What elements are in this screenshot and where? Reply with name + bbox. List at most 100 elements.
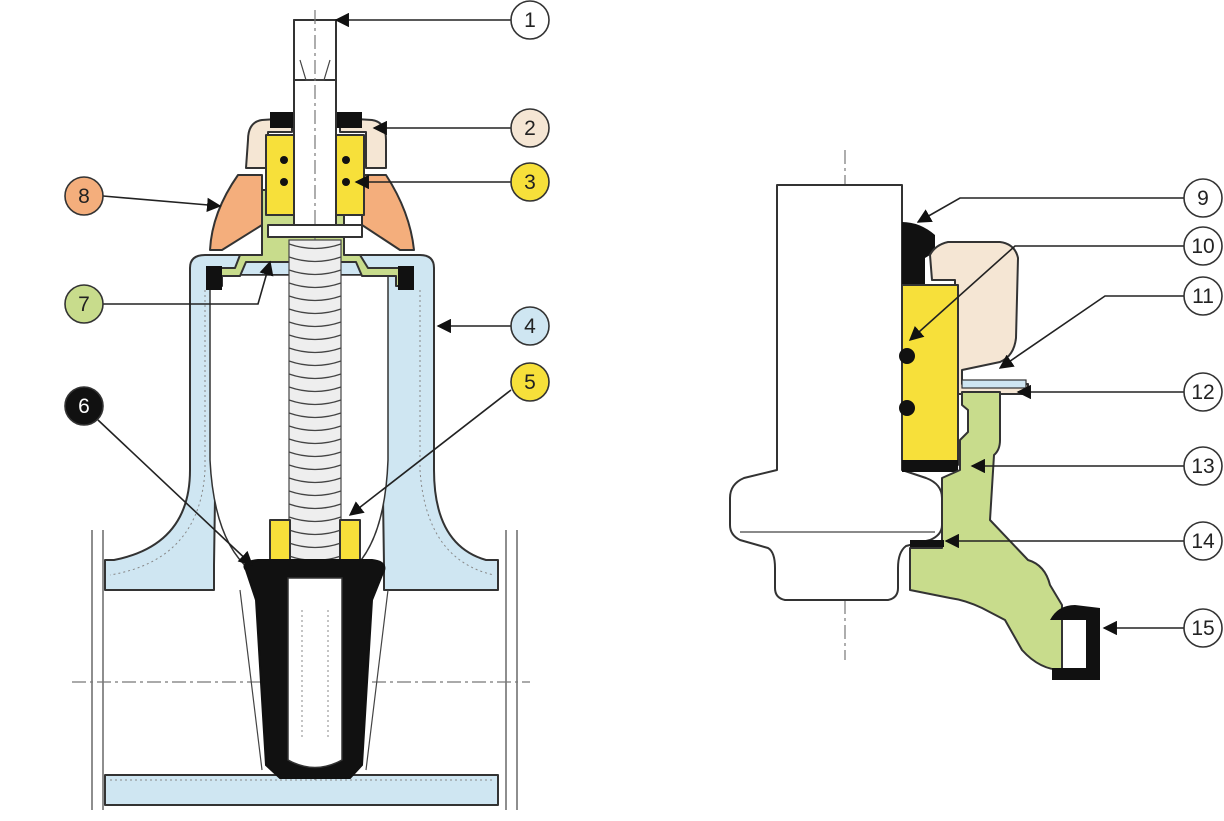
callout-2: 2 <box>510 108 550 148</box>
thread-turn <box>288 373 342 380</box>
callout-label-9: 9 <box>1197 187 1209 210</box>
dust-cap-right <box>361 174 415 251</box>
callout-14: 14 <box>1183 521 1223 561</box>
thread-turn <box>288 490 342 497</box>
thread-turn <box>288 451 342 458</box>
callout-11: 11 <box>1183 276 1223 316</box>
thread-turn <box>288 256 342 263</box>
callout-label-14: 14 <box>1191 530 1215 553</box>
o-ring-d <box>342 178 350 186</box>
thread-turn <box>288 321 342 328</box>
detail-seal-15 <box>1050 605 1100 680</box>
thread-turn <box>288 347 342 354</box>
callout-circle-5 <box>510 362 550 402</box>
wedge-core <box>287 577 343 769</box>
callout-circle-13 <box>1183 446 1223 486</box>
callout-6: 6 <box>64 386 104 426</box>
callout-circle-2 <box>510 108 550 148</box>
detail-gasket <box>961 379 1027 389</box>
detail-bonnet-flange <box>909 391 1063 671</box>
detail-gland <box>901 284 959 466</box>
top-seal-right <box>336 112 362 128</box>
flange-seal-left <box>206 266 222 290</box>
callout-circle-8 <box>64 176 104 216</box>
callout-7: 7 <box>64 284 104 324</box>
callout-label-8: 8 <box>78 185 90 208</box>
callout-label-13: 13 <box>1191 455 1214 478</box>
o-ring-c <box>342 156 350 164</box>
detail-gland-seal <box>902 460 958 472</box>
thread-turn <box>288 503 342 510</box>
detail-o-ring-upper <box>899 348 915 364</box>
valve-body <box>104 254 499 591</box>
thread-turn <box>288 464 342 471</box>
callout-1: 1 <box>510 0 550 40</box>
detail-seal-14 <box>910 540 944 547</box>
thread-turn <box>288 477 342 484</box>
bonnet-detail <box>729 150 1100 680</box>
callout-label-11: 11 <box>1192 285 1214 308</box>
callout-circle-9 <box>1183 178 1223 218</box>
callout-12: 12 <box>1183 372 1223 412</box>
thread-turn <box>288 308 342 315</box>
wedge-core-dotted <box>301 610 329 740</box>
flange-seal-right <box>398 266 414 290</box>
thread-turn <box>288 399 342 406</box>
callout-15: 15 <box>1183 608 1223 648</box>
callout-label-12: 12 <box>1191 381 1214 404</box>
leader-line-5 <box>348 389 512 516</box>
thread-turn <box>288 386 342 393</box>
gland-nut-right <box>333 134 365 216</box>
callout-9: 9 <box>1183 178 1223 218</box>
thread-turn <box>288 282 342 289</box>
callout-label-7: 7 <box>78 293 90 316</box>
detail-o-ring-lower <box>899 400 915 416</box>
callout-circle-1 <box>510 0 550 40</box>
stem-nut-left <box>269 519 291 565</box>
leader-line-11 <box>998 295 1184 369</box>
callout-circle-7 <box>64 284 104 324</box>
leader-line-7 <box>103 260 274 305</box>
detail-top-seal <box>902 222 935 285</box>
leader-line-9 <box>916 197 1184 223</box>
callout-3: 3 <box>510 162 550 202</box>
leader-line-6 <box>97 419 254 566</box>
o-ring-b <box>280 178 288 186</box>
callout-4: 4 <box>510 306 550 346</box>
thread-turn <box>288 529 342 536</box>
callout-circle-10 <box>1183 226 1223 266</box>
callout-label-1: 1 <box>524 9 536 32</box>
body-dotted-left <box>109 290 206 576</box>
gland-nut-left <box>265 134 297 216</box>
callout-circle-3 <box>510 162 550 202</box>
gate-valve-section <box>72 10 530 810</box>
callout-label-15: 15 <box>1191 617 1214 640</box>
thread-turn <box>288 438 342 445</box>
thread-turn <box>288 243 342 250</box>
leader-lines <box>97 12 1184 636</box>
dust-cap <box>209 174 263 251</box>
thread-turn <box>288 412 342 419</box>
thread-turn <box>288 269 342 276</box>
callout-label-10: 10 <box>1191 235 1214 258</box>
callout-circle-14 <box>1183 521 1223 561</box>
thread-turn <box>288 542 342 549</box>
callout-label-4: 4 <box>524 315 536 338</box>
callout-label-6: 6 <box>78 395 90 418</box>
stem-collar <box>267 224 363 238</box>
top-seal <box>270 112 296 128</box>
callout-label-5: 5 <box>524 371 536 394</box>
callout-label-3: 3 <box>524 171 536 194</box>
callout-circle-11 <box>1183 276 1223 316</box>
callout-circle-12 <box>1183 372 1223 412</box>
thread-turn <box>288 295 342 302</box>
wedge-taper-lines <box>239 589 389 771</box>
callout-circle-4 <box>510 306 550 346</box>
callout-10: 10 <box>1183 226 1223 266</box>
stem-nut-right <box>339 519 361 565</box>
body-dotted-right <box>419 290 495 576</box>
thread-turn <box>288 516 342 523</box>
